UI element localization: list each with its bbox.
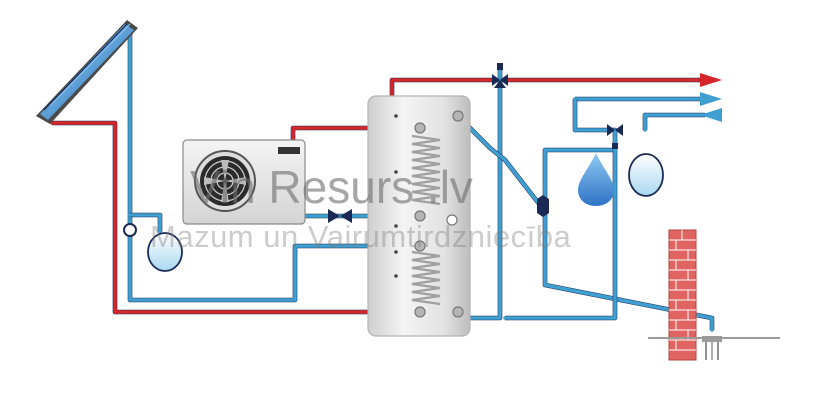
solar-pump-icon <box>123 223 137 237</box>
cold-supply-pipe <box>572 92 722 152</box>
water-well-icon <box>702 336 722 360</box>
tank-link-pipe <box>456 114 542 207</box>
watermark: Vin Resurs .lv Mazum un Vairumtirdzniecī… <box>150 161 572 254</box>
brick-wall-icon <box>668 229 697 361</box>
mixing-line-pipe <box>468 66 503 321</box>
cold-return-pipe <box>642 108 722 132</box>
water-drop-icon <box>578 153 614 206</box>
solar-hot-pipe <box>50 120 422 315</box>
tank-coil-upper <box>411 134 441 206</box>
heat-pump-icon <box>182 139 306 225</box>
watermark-subtitle: Mazum un Vairumtirdzniecība <box>150 219 572 254</box>
watermark-title: Vin Resurs .lv <box>190 161 473 213</box>
cold-outlet-arrow <box>700 92 722 106</box>
cold-loop-valve-icon <box>607 124 623 149</box>
solar-expansion-vessel-icon <box>147 232 183 272</box>
solar-return-pipe <box>127 26 422 303</box>
pipe-network <box>50 26 722 332</box>
tank-coil-lower <box>411 250 441 306</box>
filter-valve-icon <box>537 195 549 217</box>
solar-vessel-branch <box>128 212 163 234</box>
hot-outlet-arrow <box>700 73 722 87</box>
solar-collector-icon <box>36 20 138 124</box>
tank-sensor-dots <box>394 114 398 278</box>
cold-inlet-arrow <box>700 108 722 122</box>
heat-pump-valve-icon <box>328 209 352 223</box>
hot-water-outlet-pipe <box>389 73 722 98</box>
storage-tank-icon <box>367 95 471 337</box>
tank-ports <box>414 110 464 318</box>
domestic-expansion-vessel-icon <box>628 153 664 197</box>
well-supply-pipe <box>503 147 715 332</box>
mixing-valve-icon <box>492 63 508 88</box>
